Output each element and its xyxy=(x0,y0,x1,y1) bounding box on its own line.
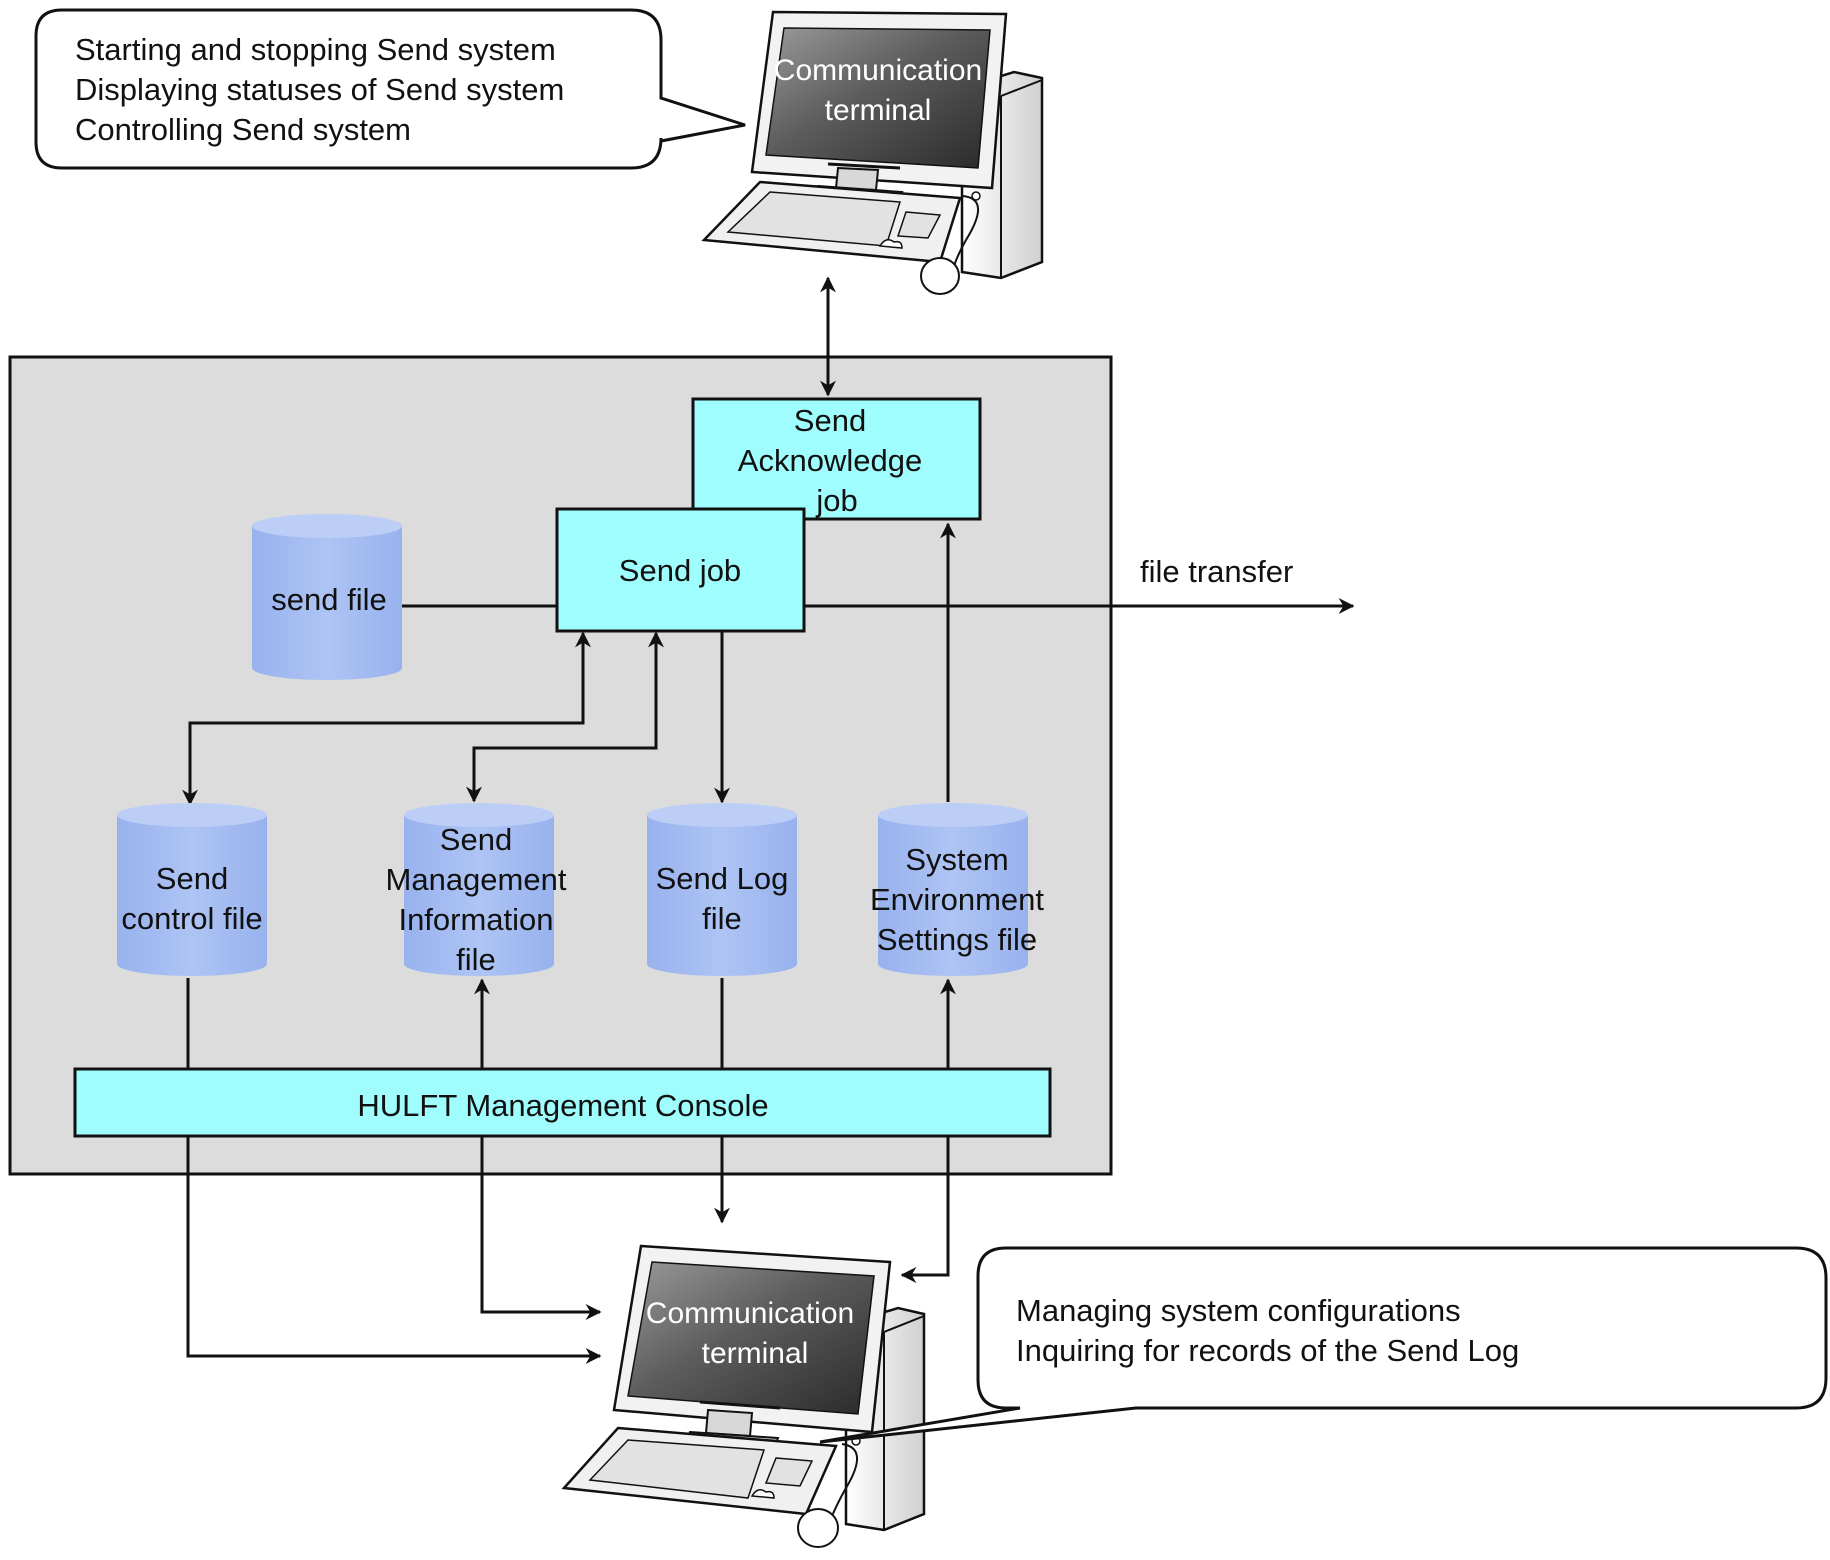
send-log-file-cylinder: Send Log file xyxy=(647,803,797,976)
log-file-label-2: file xyxy=(702,901,742,936)
sysenv-file-label-3: Settings file xyxy=(877,922,1037,957)
bottom-callout-line-2: Inquiring for records of the Send Log xyxy=(1016,1333,1519,1368)
send-job: Send job xyxy=(555,507,806,633)
bottom-terminal-label-1: Communication xyxy=(646,1297,854,1330)
log-file-label-1: Send Log xyxy=(656,861,789,896)
arrow-console-terminal-mgmt xyxy=(480,1136,602,1320)
send-management-file-cylinder: Send Management Information file xyxy=(386,803,567,977)
arrow-sysenv-terminal xyxy=(900,1136,950,1283)
management-file-label-2: Management xyxy=(386,862,567,897)
control-file-label-2: control file xyxy=(121,901,262,936)
management-file-label-1: Send xyxy=(440,822,512,857)
sysenv-file-label-1: System xyxy=(905,842,1008,877)
console-label: HULFT Management Console xyxy=(357,1088,768,1123)
bottom-callout-line-1: Managing system configurations xyxy=(1016,1293,1461,1328)
bottom-terminal-label-2: terminal xyxy=(702,1337,809,1370)
top-computer-icon xyxy=(701,10,1044,295)
send-ack-label-1: Send xyxy=(794,403,866,438)
arrow-sendjob-management xyxy=(466,631,664,803)
send-file-cylinder: send file xyxy=(252,514,402,680)
top-callout-line-2: Displaying statuses of Send system xyxy=(75,72,564,107)
top-callout: Starting and stopping Send system Displa… xyxy=(34,8,746,170)
connectors xyxy=(182,276,1355,1364)
bottom-terminal: Communication terminal xyxy=(561,1244,926,1548)
hulft-management-console: HULFT Management Console xyxy=(73,1067,1052,1138)
system-environment-settings-file-cylinder: System Environment Settings file xyxy=(870,803,1044,976)
send-file-label: send file xyxy=(271,582,386,617)
send-ack-label-2: Acknowledge xyxy=(738,443,922,478)
control-file-label-1: Send xyxy=(156,861,228,896)
management-file-label-4: file xyxy=(456,942,496,977)
arrow-console-terminal-control xyxy=(186,1136,602,1364)
send-control-file-cylinder: Send control file xyxy=(117,803,267,976)
bottom-computer-icon xyxy=(561,1244,926,1548)
top-callout-line-1: Starting and stopping Send system xyxy=(75,32,556,67)
send-acknowledge-job: Send Acknowledge job xyxy=(691,397,982,521)
top-terminal-label-1: Communication xyxy=(774,54,982,87)
top-terminal: Communication terminal xyxy=(701,10,1044,295)
send-job-label: Send job xyxy=(619,553,741,588)
top-terminal-label-2: terminal xyxy=(825,94,932,127)
bottom-callout: Managing system configurations Inquiring… xyxy=(819,1246,1828,1444)
file-transfer-label: file transfer xyxy=(1140,554,1293,589)
send-ack-label-3: job xyxy=(815,483,857,518)
top-callout-line-3: Controlling Send system xyxy=(75,112,411,147)
sysenv-file-label-2: Environment xyxy=(870,882,1044,917)
management-file-label-3: Information xyxy=(398,902,553,937)
